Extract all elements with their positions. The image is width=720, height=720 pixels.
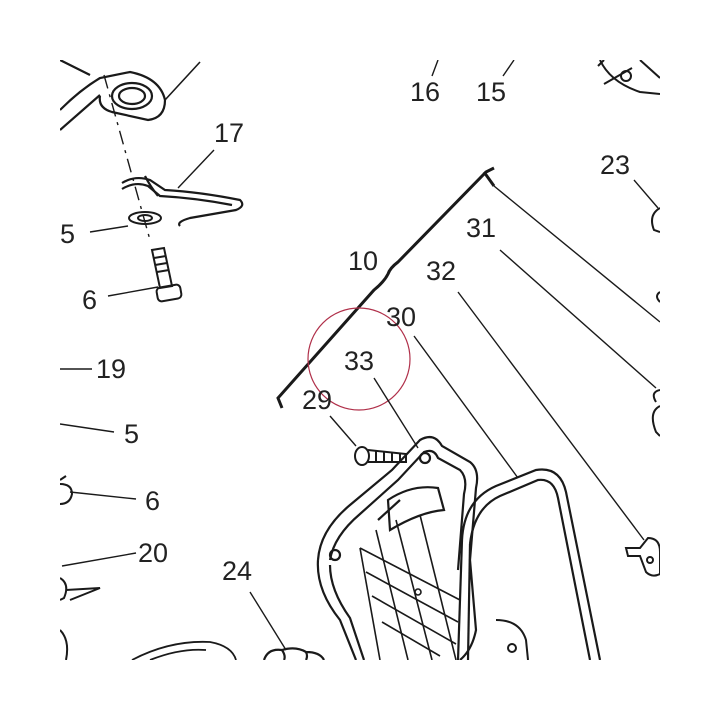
label-31: 31 bbox=[466, 213, 496, 243]
lower-left-panel-edge bbox=[131, 640, 237, 660]
leader-6-top bbox=[107, 286, 159, 297]
intake-housing-frame bbox=[316, 435, 479, 660]
leader-5-top bbox=[89, 225, 129, 233]
intake-mesh bbox=[359, 514, 461, 660]
leader-33 bbox=[373, 377, 419, 449]
label-5-top: 5 bbox=[60, 219, 75, 249]
grommet-32 bbox=[624, 536, 660, 577]
label-6-bottom: 6 bbox=[145, 486, 160, 516]
group-brace-10 bbox=[276, 166, 495, 409]
leader-5-bottom bbox=[60, 423, 115, 433]
part-23-fragment bbox=[651, 207, 660, 233]
lower-plate-edge bbox=[495, 619, 529, 660]
leader-15 bbox=[502, 60, 515, 77]
label-17: 17 bbox=[214, 118, 244, 148]
wire-clip-17 bbox=[121, 175, 244, 227]
label-29: 29 bbox=[302, 385, 332, 415]
leader-6-bottom bbox=[69, 491, 137, 500]
leader-17 bbox=[177, 149, 215, 189]
upper-right-component bbox=[597, 60, 660, 95]
label-15: 15 bbox=[476, 77, 506, 107]
label-23: 23 bbox=[600, 150, 630, 180]
leader-23 bbox=[633, 179, 659, 209]
label-5-bottom: 5 bbox=[124, 419, 139, 449]
bolt-6-top bbox=[150, 246, 183, 303]
label-19: 19 bbox=[96, 354, 126, 384]
label-33: 33 bbox=[344, 346, 374, 376]
leader-30 bbox=[413, 335, 519, 479]
bolt-head-6-bottom bbox=[60, 475, 74, 505]
label-24: 24 bbox=[222, 556, 252, 586]
washer-5-top bbox=[128, 211, 162, 225]
label-6-top: 6 bbox=[82, 285, 97, 315]
label-16: 16 bbox=[410, 77, 440, 107]
part-24-fragment bbox=[262, 647, 325, 660]
leader-31 bbox=[499, 249, 657, 389]
leader-29 bbox=[329, 415, 357, 447]
leader-32 bbox=[457, 291, 645, 541]
label-10: 10 bbox=[348, 246, 378, 276]
brace-10-end bbox=[482, 171, 496, 187]
label-20: 20 bbox=[138, 538, 168, 568]
gasket-30 bbox=[456, 468, 602, 660]
label-30: 30 bbox=[386, 302, 416, 332]
upper-mount-bracket bbox=[60, 60, 201, 131]
leader-24 bbox=[249, 591, 287, 651]
leader-16 bbox=[431, 60, 439, 77]
leader-20 bbox=[61, 552, 137, 567]
label-32: 32 bbox=[426, 256, 456, 286]
exploded-view-svg: 16 15 17 23 5 6 31 10 32 30 33 19 29 5 6… bbox=[60, 60, 660, 660]
highlight-circle-33 bbox=[307, 307, 411, 411]
diagram-viewport: 16 15 17 23 5 6 31 10 32 30 33 19 29 5 6… bbox=[60, 60, 660, 660]
part-number-labels: 16 15 17 23 5 6 31 10 32 30 33 19 29 5 6… bbox=[60, 77, 630, 586]
right-edge-fittings bbox=[651, 291, 660, 437]
part-20-fragment bbox=[60, 577, 101, 660]
leader-long-top bbox=[493, 185, 660, 323]
screw-29 bbox=[354, 446, 407, 466]
